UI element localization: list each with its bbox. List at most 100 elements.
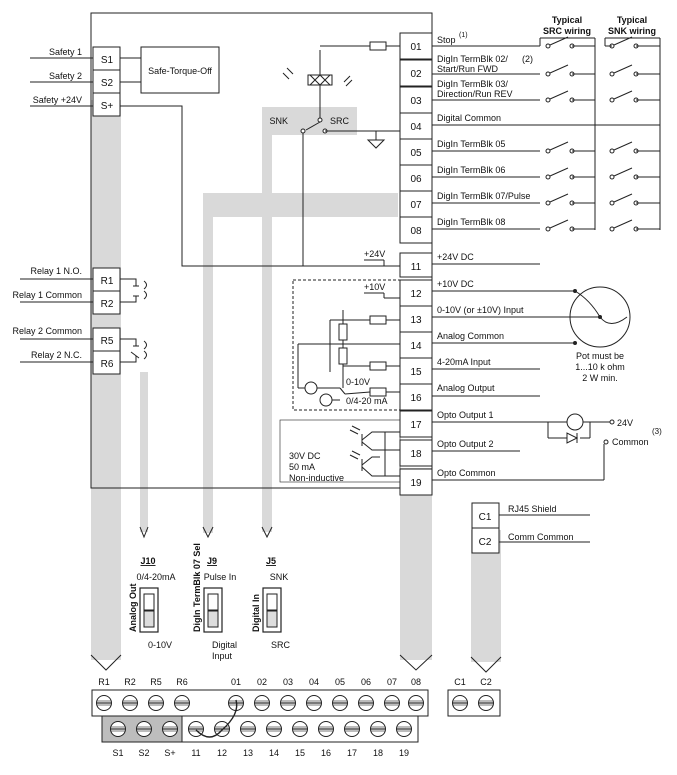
terminal-block-02 [399, 59, 433, 87]
terminal-19-label: 19 [410, 478, 422, 489]
strip-label-R5: R5 [150, 677, 162, 687]
potentiometer: Pot must be 1...10 k ohm 2 W min. [569, 286, 631, 383]
desc-15: 4-20mA Input [437, 357, 491, 367]
term-c1: C1 [479, 512, 492, 523]
term-r1: R1 [101, 276, 114, 287]
strip-label-19: 19 [399, 748, 409, 758]
snk-label: SNK [269, 116, 288, 126]
desc-02a: DigIn TermBlk 02/ [437, 54, 508, 64]
snk-header-2: SNK wiring [608, 26, 656, 36]
strip-label-C1: C1 [454, 677, 466, 687]
strip-label-02: 02 [257, 677, 267, 687]
screw-terminal-19 [395, 720, 413, 738]
terminal-02-label: 02 [410, 69, 422, 80]
jumper-J5-slot [266, 610, 278, 628]
terminal-17-label: 17 [410, 420, 422, 431]
jumper-J5-cap [266, 593, 278, 611]
strip-label-16: 16 [321, 748, 331, 758]
desc-04: Digital Common [437, 113, 501, 123]
jumper-J9-cap [207, 593, 219, 611]
terminal-16-label: 16 [410, 393, 422, 404]
strip-label-12: 12 [217, 748, 227, 758]
terminal-block-17 [399, 410, 433, 438]
relay2-common-label: Relay 2 Common [12, 326, 82, 336]
screw-terminal-03 [279, 694, 297, 712]
opto-rating-3: Non-inductive [289, 473, 344, 483]
terminal-18-label: 18 [410, 449, 422, 460]
screw-terminal-16 [317, 720, 335, 738]
strip-comm-frame [447, 689, 501, 717]
terminal-07-label: 07 [410, 200, 422, 211]
rj45-shield-label: RJ45 Shield [508, 504, 557, 514]
desc-08: DigIn TermBlk 08 [437, 217, 505, 227]
screw-terminal-C2 [477, 694, 495, 712]
analog-4-20ma: 0/4-20 mA [346, 396, 388, 406]
jumper-J9-id: J9 [207, 556, 217, 566]
terminal-06-label: 06 [410, 174, 422, 185]
terminal-15-label: 15 [410, 367, 422, 378]
terminal-block-03 [399, 86, 433, 114]
strip-label-08: 08 [411, 677, 421, 687]
screw-terminal-06 [357, 694, 375, 712]
safety-24v-label: Safety +24V [33, 95, 82, 105]
desc-03a: DigIn TermBlk 03/ [437, 79, 508, 89]
pot-note-2: 1...10 k ohm [575, 362, 625, 372]
typical-wiring: Typical SRC wiring Typical SNK wiring [539, 15, 661, 232]
strip-label-11: 11 [191, 748, 200, 758]
opto-rating-1: 30V DC [289, 451, 321, 461]
term-r6: R6 [101, 359, 114, 370]
desc-17: Opto Output 1 [437, 410, 494, 420]
strip-label-14: 14 [269, 748, 279, 758]
desc-18: Opto Output 2 [437, 439, 494, 449]
screw-terminal-R6 [173, 694, 191, 712]
analog-0-10v: 0-10V [346, 377, 370, 387]
strip-label-R2: R2 [124, 677, 136, 687]
jumper-J9-top: Pulse In [204, 572, 237, 582]
desc-13: 0-10V (or ±10V) Input [437, 305, 524, 315]
screw-terminal-18 [369, 720, 387, 738]
screw-terminal-04 [305, 694, 323, 712]
strip-label-S+: S+ [164, 748, 175, 758]
terminal-block-07 [399, 190, 433, 218]
pot-note-1: Pot must be [576, 351, 624, 361]
term-splus: S+ [101, 101, 114, 112]
screw-terminal-05 [331, 694, 349, 712]
strip-label-01: 01 [231, 677, 241, 687]
sink-source-switch: SNK SRC [269, 41, 400, 266]
strip-label-R6: R6 [176, 677, 188, 687]
terminal-block-05 [399, 138, 433, 166]
opto-rating-2: 50 mA [289, 462, 315, 472]
desc-02b: Start/Run FWD [437, 64, 499, 74]
strip-label-05: 05 [335, 677, 345, 687]
term-s2: S2 [101, 78, 114, 89]
desc-07: DigIn TermBlk 07/Pulse [437, 191, 530, 201]
screw-terminal-02 [253, 694, 271, 712]
src-header-1: Typical [552, 15, 582, 25]
terminal-11-label: 11 [411, 262, 422, 273]
footnote-common: (3) [652, 427, 662, 436]
relay-section: R1 R2 R5 R6 Relay 1 N.O. Relay 1 Common … [12, 266, 147, 375]
opto-24v: 24V [617, 418, 633, 428]
term-s1: S1 [101, 55, 114, 66]
jumper-J10-slot [143, 610, 155, 628]
jumper-J10-cap [143, 593, 155, 611]
jumper-J10-top: 0/4-20mA [136, 572, 175, 582]
gray-channels [91, 100, 501, 662]
terminal-block-11 [399, 252, 433, 278]
screw-terminal-13 [239, 720, 257, 738]
desc-06: DigIn TermBlk 06 [437, 165, 505, 175]
strip-label-18: 18 [373, 748, 383, 758]
screw-terminal-08 [407, 694, 425, 712]
src-label: SRC [330, 116, 350, 126]
screw-terminal-S2 [135, 720, 153, 738]
jumper-J9-bottom: Digital [212, 640, 237, 650]
v24-label: +24V [364, 249, 385, 259]
jumper-J5-top: SNK [270, 572, 289, 582]
jumper-J9-slot [207, 610, 219, 628]
strip-label-R1: R1 [98, 677, 110, 687]
opto-common: Common [612, 437, 649, 447]
safety-1-label: Safety 1 [49, 47, 82, 57]
pot-note-3: 2 W min. [582, 373, 618, 383]
